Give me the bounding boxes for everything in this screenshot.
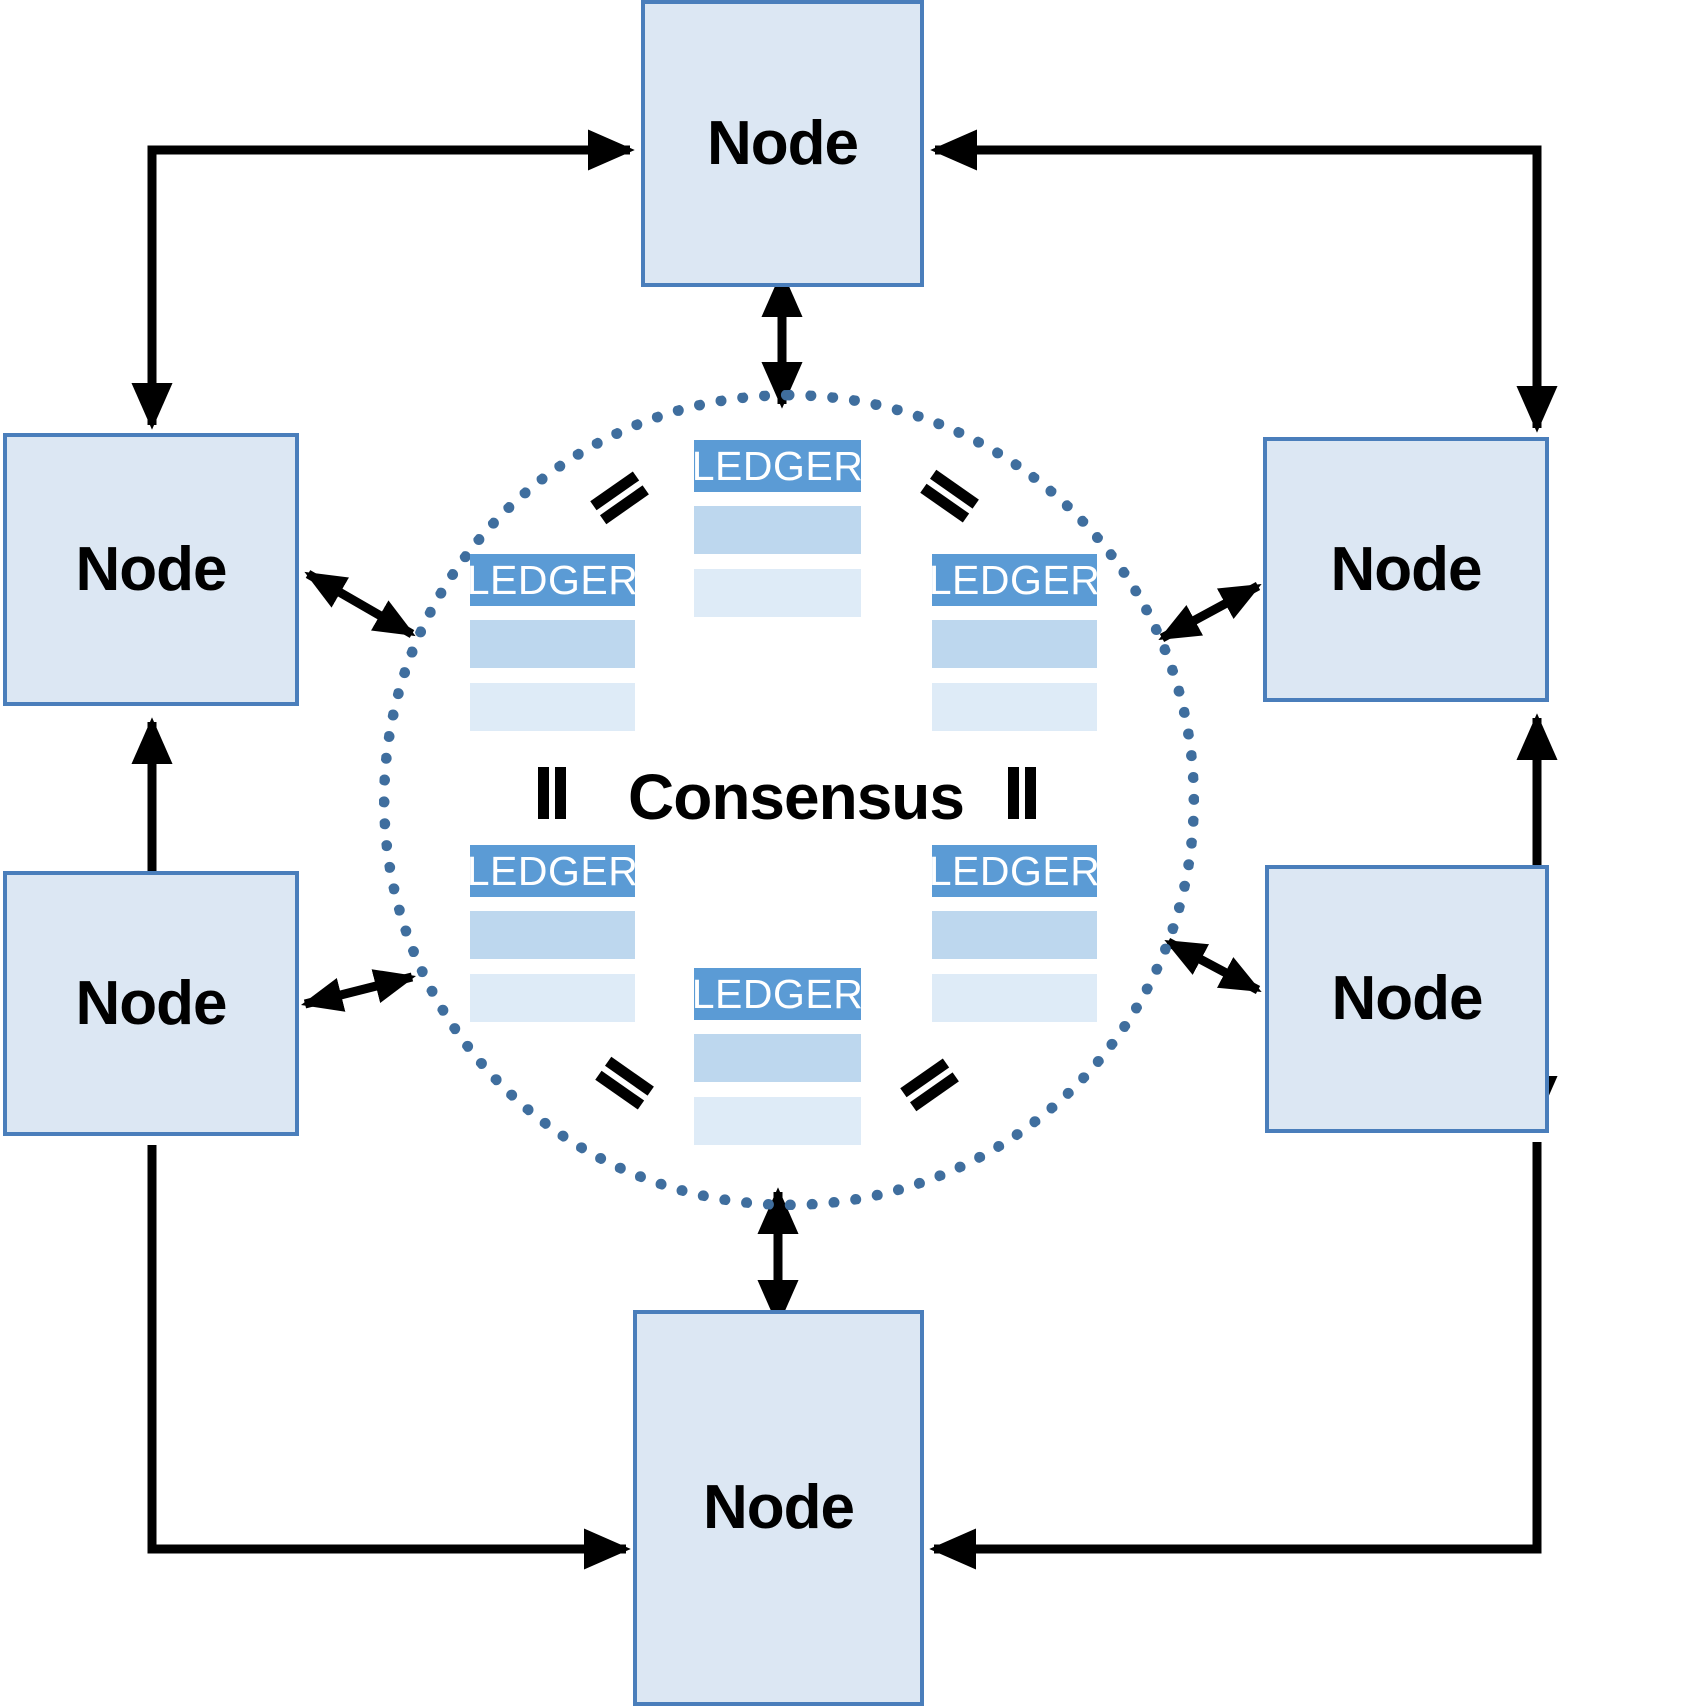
ledger-band-mid xyxy=(694,506,861,554)
ledger-header-label: LEDGER xyxy=(692,440,863,492)
ledger-band-mid xyxy=(470,911,635,959)
node-box-bottom[interactable]: Node xyxy=(633,1310,924,1706)
conn-left-lower-center xyxy=(300,969,417,1012)
consensus-boundary-circle xyxy=(379,390,1199,1210)
ledger-stack-lower-right[interactable]: LEDGER xyxy=(929,845,1100,1022)
conn-bottomright-elbow xyxy=(929,1142,1542,1570)
ledger-stack-lower-left[interactable]: LEDGER xyxy=(467,845,638,1022)
node-label: Node xyxy=(1331,964,1484,1033)
consensus-label: Consensus xyxy=(628,761,965,833)
ledger-band-low xyxy=(694,1097,861,1145)
ledger-header-label: LEDGER xyxy=(467,554,638,606)
ledger-stack-upper-right[interactable]: LEDGER xyxy=(929,554,1100,731)
ledger-band-low xyxy=(470,974,635,1022)
ledger-band-mid xyxy=(470,620,635,668)
conn-right-upper-center xyxy=(1158,582,1262,642)
ledger-band-low xyxy=(694,569,861,617)
node-label: Node xyxy=(75,968,228,1038)
conn-topleft-elbow xyxy=(131,129,635,430)
ledger-header-label: LEDGER xyxy=(929,845,1100,897)
node-box-right-upper[interactable]: Node xyxy=(1263,437,1549,702)
conn-right-lower-center xyxy=(1164,938,1262,994)
node-box-top[interactable]: Node xyxy=(641,0,924,287)
ledger-header-label: LEDGER xyxy=(929,554,1100,606)
conn-topright-elbow xyxy=(930,129,1558,433)
ledger-stack-bottom[interactable]: LEDGER xyxy=(692,968,863,1145)
ledger-band-low xyxy=(932,974,1097,1022)
ledger-band-mid xyxy=(932,620,1097,668)
ledger-band-mid xyxy=(694,1034,861,1082)
ledger-header-label: LEDGER xyxy=(692,968,863,1020)
node-label: Node xyxy=(1330,534,1483,604)
ledger-stack-upper-left[interactable]: LEDGER xyxy=(467,554,638,731)
node-box-right-lower[interactable]: Node xyxy=(1265,865,1549,1133)
conn-left-upper-center xyxy=(304,570,416,638)
ledger-header-label: LEDGER xyxy=(467,845,638,897)
node-label: Node xyxy=(707,108,859,178)
ledger-band-mid xyxy=(932,911,1097,959)
node-label: Node xyxy=(703,1473,855,1542)
ledger-band-low xyxy=(932,683,1097,731)
node-label: Node xyxy=(75,534,228,604)
ledger-stack-top[interactable]: LEDGER xyxy=(692,440,863,617)
node-box-left-upper[interactable]: Node xyxy=(3,433,299,706)
node-box-left-lower[interactable]: Node xyxy=(3,871,299,1136)
ledger-band-low xyxy=(470,683,635,731)
conn-bottomleft-elbow xyxy=(147,1145,631,1570)
